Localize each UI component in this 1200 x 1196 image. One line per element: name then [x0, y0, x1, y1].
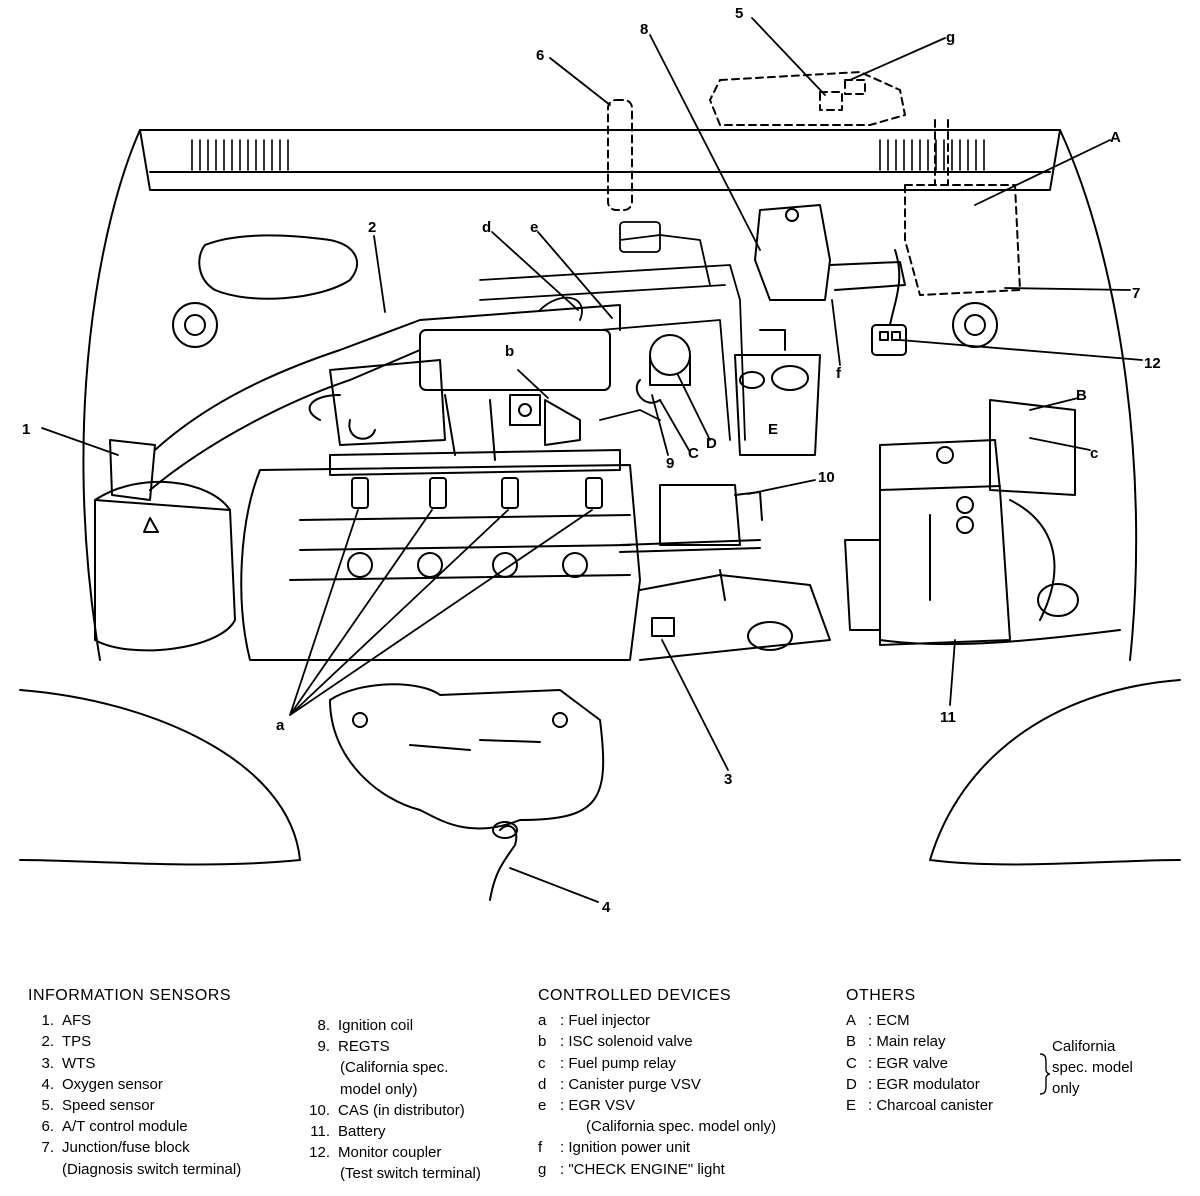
legend-note: (Diagnosis switch terminal) [62, 1160, 242, 1178]
callout-9: 9 [666, 455, 674, 472]
fuel-injectors [351, 477, 603, 509]
washer-reservoir [198, 234, 359, 300]
callout-5: 5 [735, 5, 743, 22]
callout-8: 8 [640, 21, 648, 38]
callout-6: 6 [536, 47, 544, 64]
callout-D: D [706, 435, 717, 452]
legend-others: OTHERS A: ECM B: Main relay C: EGR valve… [846, 985, 993, 1116]
egr-modulator [635, 334, 691, 404]
callout-10: 10 [818, 469, 835, 486]
legend-controlled-devices: CONTROLLED DEVICES a: Fuel injector b: I… [538, 985, 776, 1180]
radiator-hose [639, 569, 1121, 661]
callout-B: B [1076, 387, 1087, 404]
legend-item: f: Ignition power unit [538, 1139, 691, 1157]
legend-item: 10.CAS (in distributor) [309, 1101, 465, 1119]
vacuum-hoses [479, 221, 746, 441]
legend-information-sensors-cont: 8.Ignition coil 9.REGTS (California spec… [296, 1015, 481, 1185]
legend-item: 11.Battery [310, 1123, 386, 1141]
brace-icon [1039, 1053, 1051, 1095]
legend-item: A: ECM [846, 1012, 910, 1030]
california-note-line: only [1052, 1080, 1080, 1097]
oil-pan [329, 683, 605, 901]
callout-2: 2 [368, 219, 376, 236]
legend-item: 6.A/T control module [41, 1118, 188, 1136]
legend-item: 12.Monitor coupler [309, 1144, 442, 1162]
legend-item: 5.Speed sensor [41, 1097, 155, 1115]
legend-information-sensors: INFORMATION SENSORS 1.AFS 2.TPS 3.WTS 4.… [28, 985, 241, 1180]
engine-compartment-diagram: 1 2 3 4 5 6 7 8 9 10 11 12 a b c d e f g… [19, 5, 1181, 916]
legend-item: 1.AFS [41, 1012, 92, 1030]
legend-title-info: INFORMATION SENSORS [28, 987, 231, 1004]
legend-title-others: OTHERS [846, 987, 916, 1004]
legend-item: d: Canister purge VSV [538, 1075, 701, 1093]
callout-3: 3 [724, 771, 732, 788]
legend-item: b: ISC solenoid valve [538, 1033, 693, 1051]
callout-g: g [946, 29, 955, 46]
legend-item: 4.Oxygen sensor [41, 1075, 163, 1093]
legend-item: e: EGR VSV [538, 1097, 636, 1115]
legend-item: 8.Ignition coil [317, 1017, 414, 1034]
legend-item: 2.TPS [41, 1033, 92, 1051]
legend-item: E: Charcoal canister [846, 1097, 994, 1115]
distributor [299, 484, 763, 553]
ignition-coil [754, 204, 906, 301]
legend-item: c: Fuel pump relay [538, 1054, 676, 1072]
battery [844, 399, 1076, 646]
legend-item: 3.WTS [41, 1054, 96, 1072]
callout-A: A [1110, 129, 1121, 146]
california-note-line: California [1052, 1038, 1116, 1055]
legend-note: model only) [340, 1080, 418, 1098]
legend-item: B: Main relay [846, 1033, 946, 1051]
callout-7: 7 [1132, 285, 1140, 302]
intake-manifold [308, 304, 621, 461]
legend-title-controlled: CONTROLLED DEVICES [538, 987, 732, 1004]
legend-item: 7.Junction/fuse block [41, 1139, 190, 1157]
legend-note: (California spec. model only) [586, 1118, 777, 1136]
callout-c: c [1090, 445, 1098, 462]
callout-12: 12 [1144, 355, 1161, 372]
callout-E: E [768, 421, 778, 438]
california-note: California spec. model only [1052, 1036, 1133, 1099]
callout-1: 1 [22, 421, 30, 438]
callout-labels: 1 2 3 4 5 6 7 8 9 10 11 12 a b c d e f g… [22, 5, 1161, 916]
hidden-components [607, 71, 1021, 296]
engine-block [240, 449, 641, 661]
callout-f: f [836, 365, 842, 382]
callout-C: C [688, 445, 699, 462]
charcoal-canister [734, 329, 821, 456]
legend-item: g: "CHECK ENGINE" light [538, 1160, 725, 1178]
legend-note: (California spec. [340, 1059, 449, 1077]
air-cleaner [94, 319, 421, 652]
legend-item: D: EGR modulator [846, 1075, 980, 1093]
cowl-vents [191, 139, 985, 171]
callout-e: e [530, 219, 538, 236]
legend-item: 9.REGTS [317, 1038, 390, 1056]
callout-11: 11 [940, 709, 956, 726]
callout-d: d [482, 219, 491, 236]
body-outline [19, 129, 1181, 866]
california-note-line: spec. model [1052, 1059, 1133, 1076]
callout-4: 4 [602, 899, 611, 916]
legend-item: C: EGR valve [846, 1054, 949, 1072]
legend-item: a: Fuel injector [538, 1012, 651, 1030]
callout-leaders [41, 17, 1143, 903]
legend-note: (Test switch terminal) [340, 1165, 481, 1183]
callout-b: b [505, 343, 514, 360]
callout-a: a [276, 717, 285, 734]
